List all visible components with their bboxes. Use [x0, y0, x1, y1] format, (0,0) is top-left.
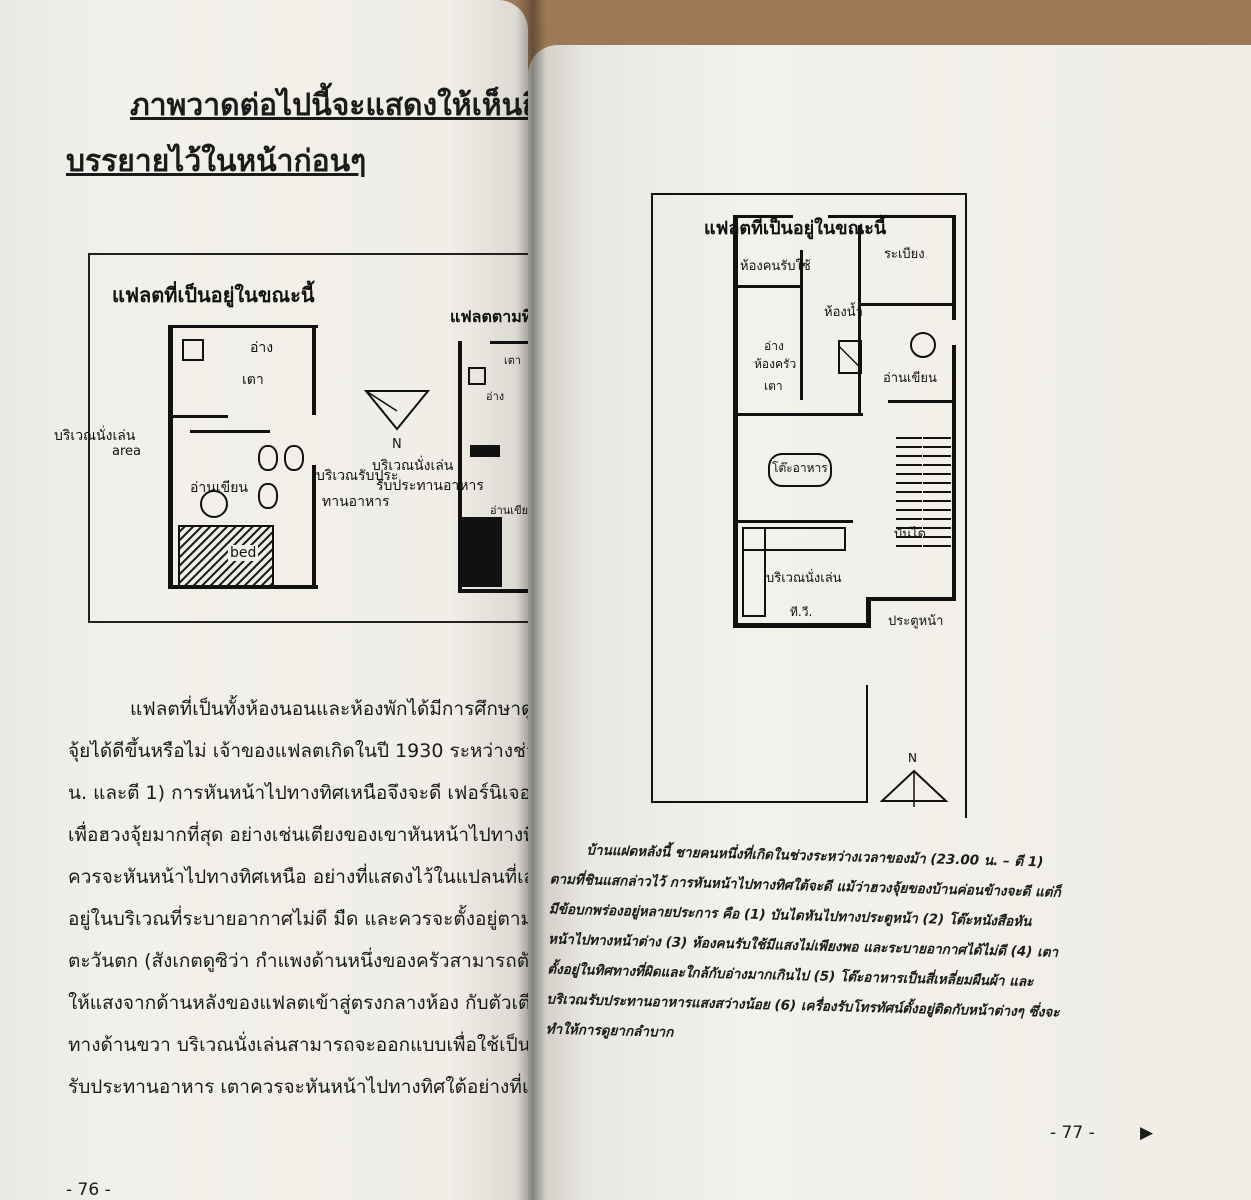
label-living: บริเวณนั่งเล่น — [766, 571, 842, 586]
label-sink: อ่าง — [250, 340, 274, 356]
north-arrow-icon — [879, 769, 949, 807]
heading-line-1: ภาพวาดต่อไปนี้จะแสดงให้เห็นถึงกฎฮวงจุ้ยท… — [130, 88, 528, 123]
label-sink-2: อ่าง — [486, 390, 505, 403]
left-page: ภาพวาดต่อไปนี้จะแสดงให้เห็นถึงกฎฮวงจุ้ยท… — [0, 0, 528, 1200]
paragraph-line: รับประทานอาหาร เตาควรจะหันหน้าไปทางทิศใต… — [68, 1076, 528, 1098]
label-stove: เตา — [764, 379, 783, 393]
label-north: N — [392, 437, 402, 452]
label-bathroom: ห้องน้ำ — [824, 305, 863, 320]
paragraph-line: ให้แสงจากด้านหลังของแฟลตเข้าสู่ตรงกลางห้… — [68, 992, 528, 1014]
label-front-door: ประตูหน้า — [888, 614, 944, 629]
label-dining-1: บริเวณรับประ — [316, 468, 399, 484]
label-north: N — [908, 751, 917, 765]
label-bed: bed — [228, 545, 259, 561]
label-study: อ่านเขียน — [883, 371, 937, 386]
label-balcony: ระเบียง — [884, 247, 925, 262]
paragraph-line: แฟลตที่เป็นทั้งห้องนอนและห้องพักได้มีการ… — [130, 698, 528, 720]
figure-title-proposed: แฟลตตามที่เสนอ — [450, 307, 528, 326]
label-living-2: บริเวณนั่งเล่น — [372, 458, 454, 474]
book-gutter — [516, 0, 546, 1200]
label-kitchen: ห้องครัว — [754, 357, 797, 371]
label-tv: ที.วี. — [790, 605, 813, 619]
right-page: แฟลตที่เป็นอยู่ในขณะนี้ ห้องคนรับใช้ ระเ… — [528, 45, 1251, 1200]
label-area-en: area — [112, 444, 141, 459]
heading-line-2: บรรยายไว้ในหน้าก่อนๆ — [66, 144, 367, 179]
label-stairs: บันได — [894, 527, 927, 542]
page-number-right: - 77 - — [1050, 1123, 1095, 1143]
paragraph-line: ควรจะหันหน้าไปทางทิศเหนือ อย่างที่แสดงไว… — [68, 866, 528, 888]
label-dining-2: ทานอาหาร — [322, 494, 390, 510]
paragraph-line: อยู่ในบริเวณที่ระบายอากาศไม่ดี มืด และคว… — [68, 908, 528, 930]
figure-title: แฟลตที่เป็นอยู่ในขณะนี้ — [112, 283, 315, 307]
figure-caption: บ้านแฝดหลังนี้ ชายคนหนึ่งที่เกิดในช่วงระ… — [545, 834, 1130, 1059]
body-paragraph: แฟลตที่เป็นทั้งห้องนอนและห้องพักได้มีการ… — [68, 688, 528, 1108]
plan-title: แฟลตที่เป็นอยู่ในขณะนี้ — [704, 218, 887, 239]
label-study: อ่านเขียน — [190, 480, 248, 496]
label-living-area: บริเวณนั่งเล่น — [54, 428, 136, 444]
paragraph-line: จุ้ยได้ดีขึ้นหรือไม่ เจ้าของแฟลตเกิดในปี… — [68, 740, 528, 762]
north-arrow-icon — [363, 390, 431, 431]
paragraph-line: ตะวันตก (สังเกตดูซิว่า กำแพงด้านหนึ่งของ… — [68, 950, 528, 972]
label-dining-3: รับประทานอาหาร — [376, 478, 484, 494]
paragraph-line: เพื่อฮวงจุ้ยมากที่สุด อย่างเช่นเตียงของเ… — [68, 824, 528, 846]
paragraph-line: น. และตี 1) การหันหน้าไปทางทิศเหนือจึงจะ… — [68, 782, 528, 804]
page-arrow-icon: ▶ — [1140, 1123, 1154, 1143]
figure-frame: แฟลตที่เป็นอยู่ในขณะนี้ แฟลตตามที่เสนอ อ… — [54, 253, 528, 623]
label-stove-2: เตา — [504, 354, 522, 367]
label-dining-table: โต๊ะอาหาร — [772, 459, 828, 478]
label-servant-room: ห้องคนรับใช้ — [740, 259, 811, 274]
page-number-left: - 76 - — [66, 1180, 111, 1200]
paragraph-line: ทางด้านขวา บริเวณนั่งเล่นสามารถจะออกแบบเ… — [68, 1034, 528, 1056]
label-study-2: อ่านเขียน — [490, 504, 528, 517]
label-sink: อ่าง — [764, 339, 784, 353]
label-stove: เตา — [242, 372, 264, 388]
